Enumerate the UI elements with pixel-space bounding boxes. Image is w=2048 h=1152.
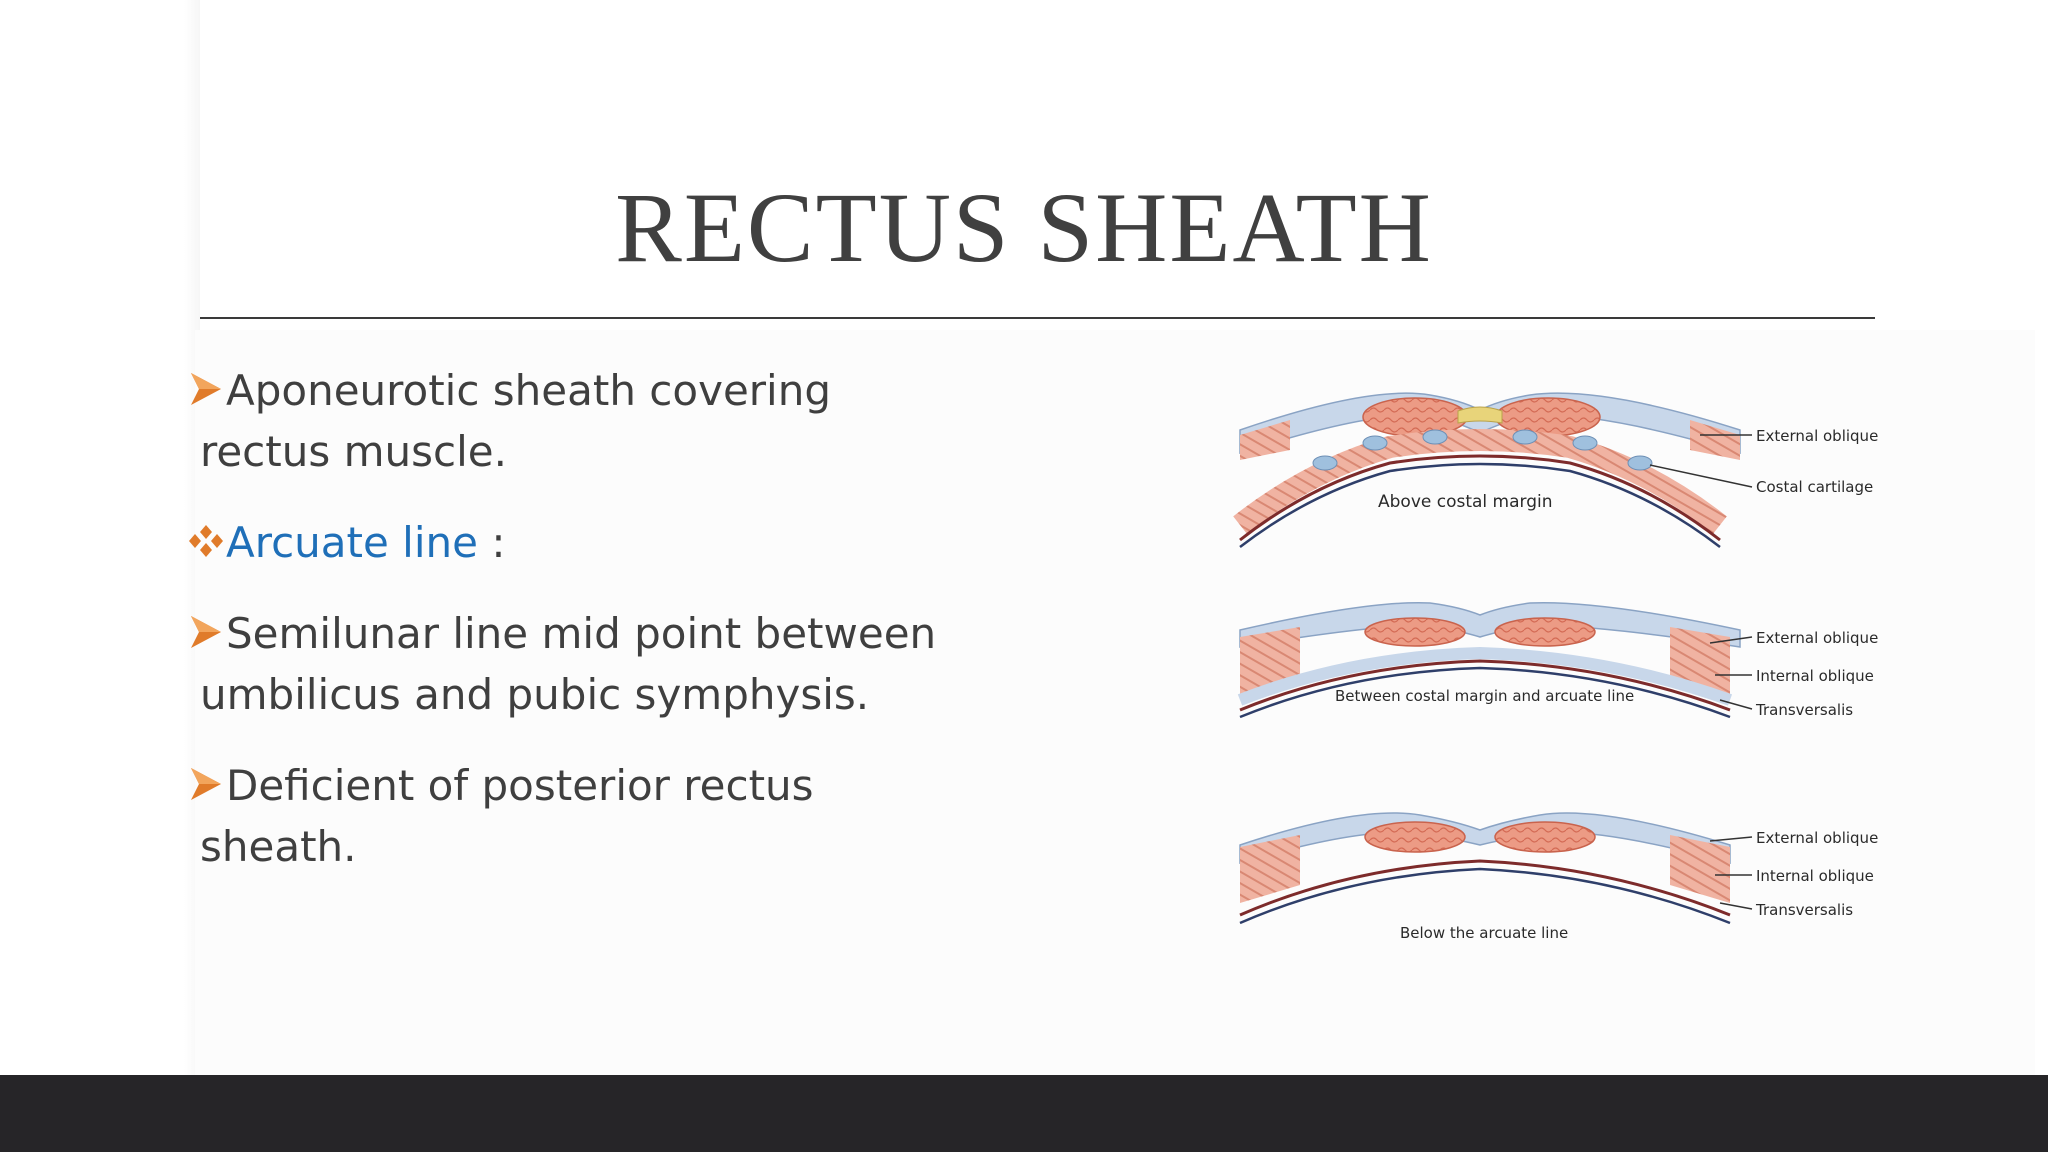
diamond-bullet-icon bbox=[189, 525, 223, 557]
rectus-sheath-diagram: Above costal margin External oblique Cos… bbox=[1233, 392, 1878, 942]
bullet-suffix: : bbox=[477, 518, 506, 567]
bullet-text-continued: umbilicus and pubic symphysis. bbox=[200, 670, 870, 719]
diagram-label: Internal oblique bbox=[1756, 867, 1874, 885]
panel-caption: Below the arcuate line bbox=[1400, 924, 1568, 942]
panel-caption: Above costal margin bbox=[1378, 492, 1553, 512]
bullet-semilunar-line: Semilunar line mid point between umbilic… bbox=[188, 603, 988, 725]
bullet-text-continued: rectus muscle. bbox=[200, 427, 507, 476]
bullet-text: Aponeurotic sheath covering bbox=[226, 366, 832, 415]
arrow-bullet-icon bbox=[191, 373, 221, 405]
arcuate-line-term: Arcuate line bbox=[226, 518, 478, 567]
bullet-text: Deficient of posterior rectus bbox=[226, 761, 814, 810]
diagram-label: Costal cartilage bbox=[1756, 478, 1873, 496]
diagram-label: Internal oblique bbox=[1756, 667, 1874, 685]
slide-title: RECTUS SHEATH bbox=[615, 172, 1433, 283]
panel-between-costal-and-arcuate: Between costal margin and arcuate line E… bbox=[1237, 601, 1878, 719]
arrow-bullet-icon bbox=[191, 616, 221, 648]
bullet-arcuate-line: Arcuate line : bbox=[188, 512, 988, 573]
diagram-label: Transversalis bbox=[1755, 901, 1853, 919]
bullet-text-continued: sheath. bbox=[200, 822, 357, 871]
left-edge-fade bbox=[0, 0, 200, 1075]
bullet-list: Aponeurotic sheath covering rectus muscl… bbox=[188, 360, 988, 877]
diagram-label: External oblique bbox=[1756, 427, 1878, 445]
bullet-text: Semilunar line mid point between bbox=[226, 609, 937, 658]
panel-caption: Between costal margin and arcuate line bbox=[1335, 687, 1634, 705]
footer-bar bbox=[0, 1075, 2048, 1152]
title-divider bbox=[200, 317, 1875, 319]
diagram-label: Transversalis bbox=[1755, 701, 1853, 719]
bullet-deficient-posterior: Deficient of posterior rectus sheath. bbox=[188, 755, 988, 877]
arrow-bullet-icon bbox=[191, 768, 221, 800]
panel-above-costal-margin: Above costal margin External oblique Cos… bbox=[1233, 392, 1878, 548]
panel-below-arcuate-line: Below the arcuate line External oblique … bbox=[1239, 812, 1878, 942]
diagram-label: External oblique bbox=[1756, 829, 1878, 847]
diagram-label: External oblique bbox=[1756, 629, 1878, 647]
bullet-aponeurotic: Aponeurotic sheath covering rectus muscl… bbox=[188, 360, 988, 482]
